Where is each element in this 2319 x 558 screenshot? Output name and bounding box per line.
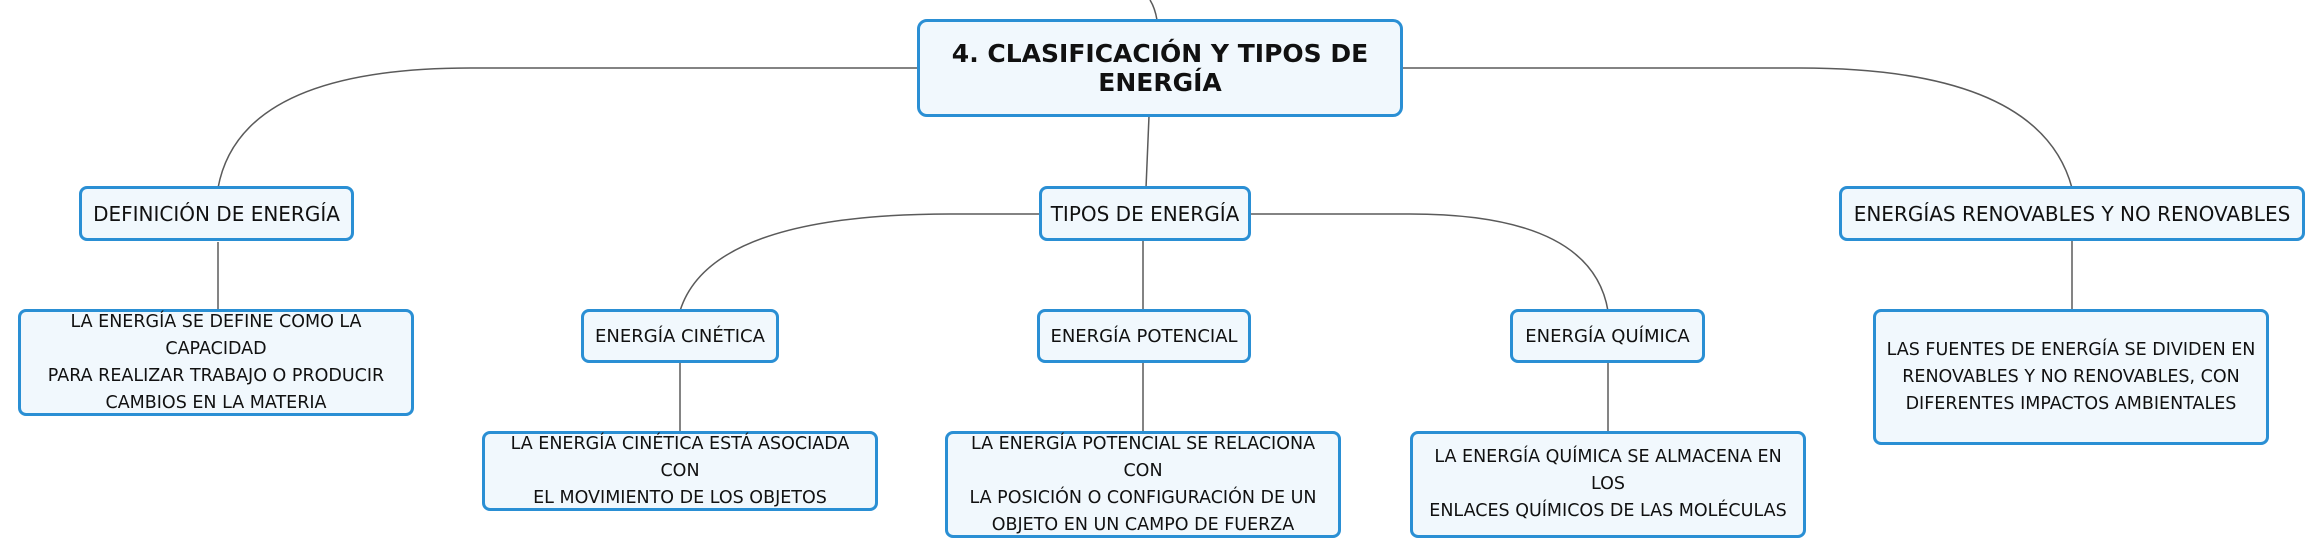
cinetica-line-2: EL MOVIMIENTO DE LOS OBJETOS: [533, 487, 827, 508]
cinetica-line-1: LA ENERGÍA CINÉTICA ESTÁ ASOCIADA CON: [510, 433, 850, 481]
topic-tipos[interactable]: TIPOS DE ENERGÍA: [1039, 186, 1251, 241]
connector-from-above: [1149, 0, 1158, 21]
topic-tipos-label: TIPOS DE ENERGÍA: [1050, 201, 1240, 226]
connector-root-renovables: [1403, 67, 2073, 189]
topic-potencial-label: ENERGÍA POTENCIAL: [1050, 325, 1238, 347]
potencial-description[interactable]: LA ENERGÍA POTENCIAL SE RELACIONA CON LA…: [945, 431, 1341, 538]
topic-cinetica-label: ENERGÍA CINÉTICA: [595, 325, 765, 347]
renovables-description[interactable]: LAS FUENTES DE ENERGÍA SE DIVIDEN EN REN…: [1873, 309, 2269, 445]
root-topic[interactable]: 4. CLASIFICACIÓN Y TIPOS DE ENERGÍA: [917, 19, 1403, 117]
renovables-line-3: DIFERENTES IMPACTOS AMBIENTALES: [1905, 393, 2237, 414]
topic-definicion[interactable]: DEFINICIÓN DE ENERGÍA: [79, 186, 354, 241]
connector-root-definicion: [217, 67, 917, 189]
root-topic-label: 4. CLASIFICACIÓN Y TIPOS DE ENERGÍA: [951, 39, 1369, 97]
potencial-line-2: LA POSICIÓN O CONFIGURACIÓN DE UN: [969, 487, 1317, 508]
cinetica-description[interactable]: LA ENERGÍA CINÉTICA ESTÁ ASOCIADA CON EL…: [482, 431, 878, 511]
quimica-line-1: LA ENERGÍA QUÍMICA SE ALMACENA EN LOS: [1434, 447, 1782, 494]
topic-potencial[interactable]: ENERGÍA POTENCIAL: [1037, 309, 1251, 363]
definicion-description[interactable]: LA ENERGÍA SE DEFINE COMO LA CAPACIDAD P…: [18, 309, 414, 416]
topic-quimica[interactable]: ENERGÍA QUÍMICA: [1510, 309, 1705, 363]
definicion-line-1: LA ENERGÍA SE DEFINE COMO LA CAPACIDAD: [70, 311, 362, 359]
topic-cinetica[interactable]: ENERGÍA CINÉTICA: [581, 309, 779, 363]
topic-renovables[interactable]: ENERGÍAS RENOVABLES Y NO RENOVABLES: [1839, 186, 2305, 241]
connector-tipos-cinetica: [679, 213, 1041, 312]
connector-tipos-quimica: [1249, 213, 1609, 312]
topic-renovables-label: ENERGÍAS RENOVABLES Y NO RENOVABLES: [1853, 201, 2291, 226]
quimica-description[interactable]: LA ENERGÍA QUÍMICA SE ALMACENA EN LOS EN…: [1410, 431, 1806, 538]
definicion-line-2: PARA REALIZAR TRABAJO O PRODUCIR: [47, 365, 385, 386]
topic-definicion-label: DEFINICIÓN DE ENERGÍA: [93, 201, 340, 226]
topic-quimica-label: ENERGÍA QUÍMICA: [1525, 325, 1690, 347]
connector-root-tipos: [1145, 115, 1150, 189]
renovables-line-1: LAS FUENTES DE ENERGÍA SE DIVIDEN EN: [1886, 339, 2256, 360]
quimica-line-2: ENLACES QUÍMICOS DE LAS MOLÉCULAS: [1429, 501, 1787, 521]
renovables-line-2: RENOVABLES Y NO RENOVABLES, CON: [1902, 366, 2240, 387]
definicion-line-3: CAMBIOS EN LA MATERIA: [105, 392, 327, 413]
potencial-line-1: LA ENERGÍA POTENCIAL SE RELACIONA CON: [970, 433, 1316, 481]
potencial-line-3: OBJETO EN UN CAMPO DE FUERZA: [991, 514, 1295, 535]
